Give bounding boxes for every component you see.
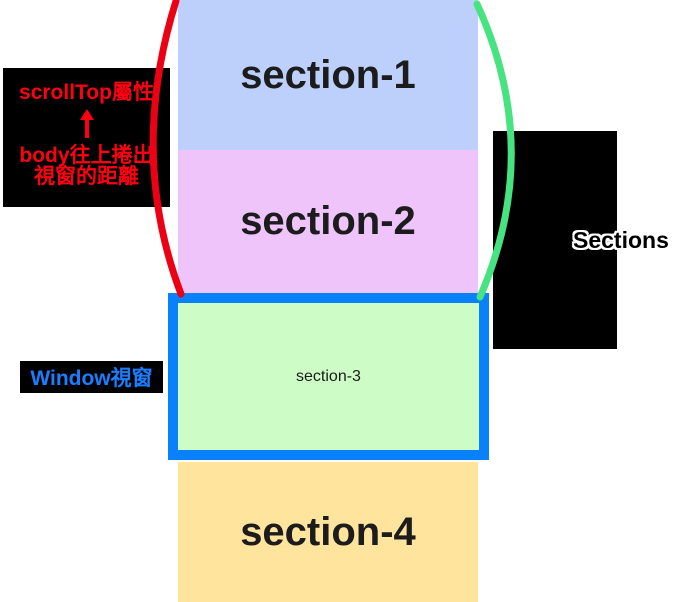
section-1-label: section-1 [240, 52, 416, 97]
window-callout-label: Window視窗 [30, 367, 153, 390]
window-viewport-box: section-3 [168, 293, 489, 460]
section-2-block: section-2 [178, 150, 478, 293]
sections-callout-label: Sections [573, 227, 669, 253]
section-2-label: section-2 [240, 199, 416, 243]
scrolltop-title: scrollTop屬性 [19, 81, 154, 104]
section-3-label: section-3 [296, 367, 361, 385]
sections-callout: Sections [493, 131, 669, 349]
scrolltop-callout: scrollTop屬性 body往上捲出 視窗的距離 [3, 68, 170, 207]
window-callout: Window視窗 [20, 361, 163, 393]
scrolltop-desc-line-1: body往上捲出 [19, 144, 154, 167]
scrolltop-desc-line-2: 視窗的距離 [34, 165, 139, 188]
section-4-block: section-4 [178, 462, 478, 602]
section-1-block: section-1 [178, 0, 478, 150]
section-4-label: section-4 [240, 509, 416, 554]
up-arrow-icon [79, 109, 95, 139]
